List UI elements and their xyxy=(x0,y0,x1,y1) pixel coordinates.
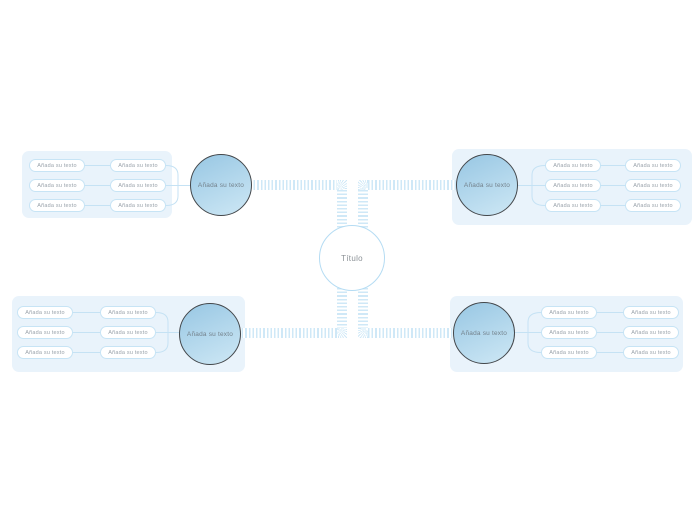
main-topic-node-top-left[interactable]: Añada su texto xyxy=(190,154,252,216)
connector-ribbon-top-left-horizontal xyxy=(250,180,337,190)
subtopic-node[interactable]: Añada su texto xyxy=(623,346,679,359)
connector-ribbon-bottom-right-vertical xyxy=(358,288,368,328)
connector-ribbon-top-right-vertical xyxy=(358,190,368,228)
subtopic-node[interactable]: Añada su texto xyxy=(29,179,85,192)
connector-ribbon-top-right-corner xyxy=(358,180,368,190)
main-topic-label: Añada su texto xyxy=(197,181,245,189)
central-topic-node[interactable]: Título xyxy=(319,225,385,291)
central-topic-label: Título xyxy=(341,253,363,263)
connector-ribbon-bottom-right-horizontal xyxy=(368,328,455,338)
connector-ribbon-top-left-vertical xyxy=(337,190,347,228)
subtopic-node[interactable]: Añada su texto xyxy=(29,159,85,172)
connector-ribbon-top-right-horizontal xyxy=(368,180,458,190)
connector-ribbon-bottom-left-corner xyxy=(337,328,347,338)
connector-ribbon-bottom-right-corner xyxy=(358,328,368,338)
connector-ribbon-top-left-corner xyxy=(337,180,347,190)
main-topic-label: Añada su texto xyxy=(186,330,234,338)
main-topic-node-bottom-left[interactable]: Añada su texto xyxy=(179,303,241,365)
main-topic-node-top-right[interactable]: Añada su texto xyxy=(456,154,518,216)
connector-ribbon-bottom-left-horizontal xyxy=(238,328,337,338)
main-topic-label: Añada su texto xyxy=(460,329,508,337)
subtopic-node[interactable]: Añada su texto xyxy=(625,199,681,212)
connector-ribbon-bottom-left-vertical xyxy=(337,288,347,328)
main-topic-label: Añada su texto xyxy=(463,181,511,189)
subtopic-node[interactable]: Añada su texto xyxy=(17,326,73,339)
main-topic-node-bottom-right[interactable]: Añada su texto xyxy=(453,302,515,364)
